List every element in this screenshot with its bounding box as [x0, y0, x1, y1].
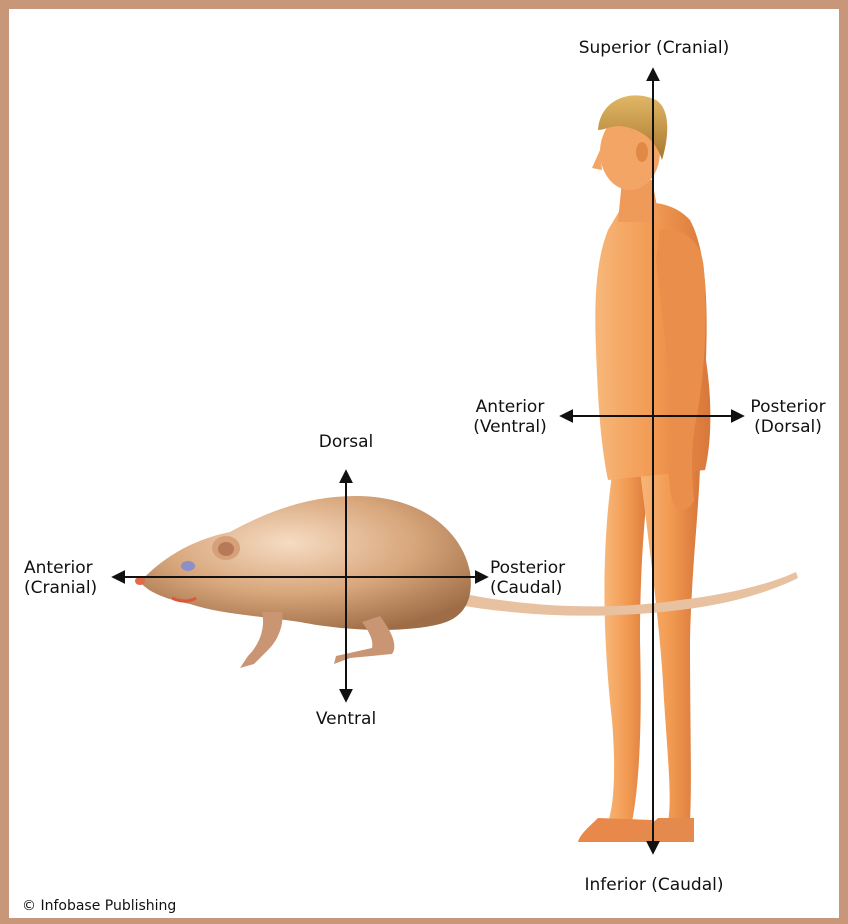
- copyright-credit: © Infobase Publishing: [22, 898, 176, 914]
- label-rat-dorsal: Dorsal: [300, 432, 392, 452]
- label-rat-posterior-caudal: Posterior (Caudal): [490, 558, 565, 598]
- label-superior-cranial: Superior (Cranial): [560, 38, 748, 58]
- label-rat-anterior-cranial: Anterior (Cranial): [24, 558, 97, 598]
- label-human-posterior-dorsal: Posterior (Dorsal): [740, 397, 836, 437]
- rat-figure: [135, 496, 798, 668]
- label-inferior-caudal: Inferior (Caudal): [560, 875, 748, 895]
- label-human-anterior-ventral: Anterior (Ventral): [462, 397, 558, 437]
- label-rat-ventral: Ventral: [296, 709, 396, 729]
- human-figure: [578, 95, 710, 842]
